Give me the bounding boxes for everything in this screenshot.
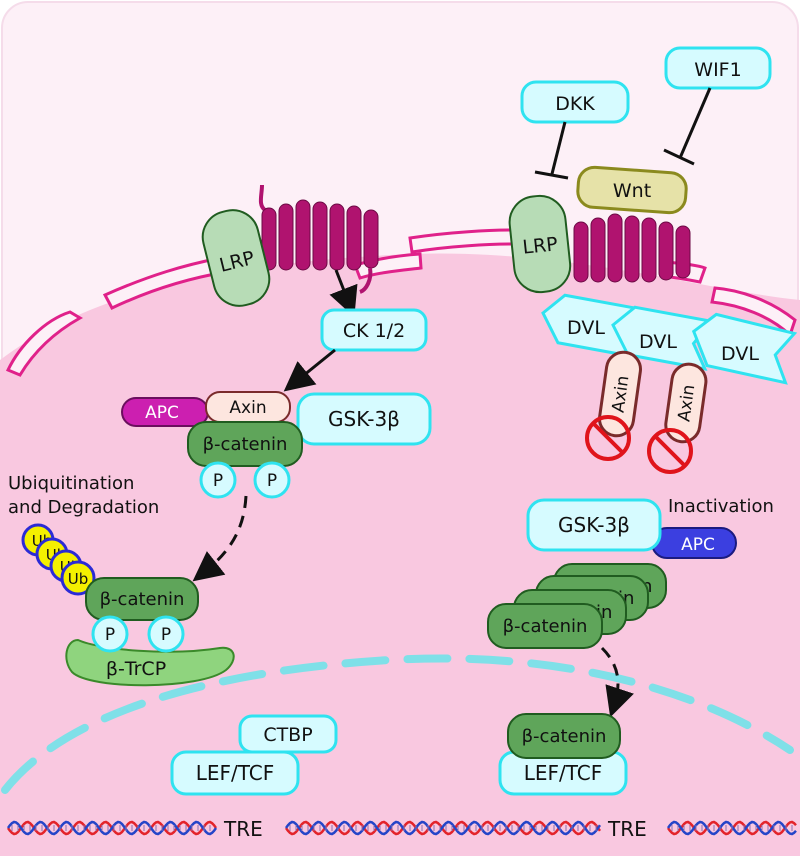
arrow-ck-to-axin (283, 348, 336, 392)
phospho-2-label: P (267, 471, 277, 491)
bcatenin-degradation-label: β-catenin (100, 589, 185, 610)
bcatenin-complex-label: β-catenin (203, 434, 288, 455)
ubiquitin-chain: Ub Ub Ub Ub (21, 523, 96, 596)
prohibited-icon-2 (647, 428, 693, 474)
dna-strands (6, 820, 797, 836)
wif1-inhibition-line (678, 87, 712, 159)
ctbp-label: CTBP (263, 724, 312, 746)
bcatenin-nuclear-box (507, 713, 621, 759)
lrp-right: LRP (508, 194, 572, 294)
bcatenin-stack-1-label: β-catenin (503, 616, 588, 637)
inactivation-label: Inactivation (668, 496, 774, 517)
lrp-right-label: LRP (521, 233, 558, 259)
ck12-box (320, 308, 428, 352)
ub-4 (60, 560, 96, 596)
tre-left-label: TRE (223, 817, 263, 841)
frizzled-receptor-left (258, 184, 379, 294)
dkk-label: DKK (555, 93, 595, 115)
prohibited-icon-1 (585, 415, 631, 461)
phospho-1 (199, 461, 237, 499)
axin-left-label: Axin (229, 398, 266, 418)
btrcp-label: β-TrCP (106, 658, 166, 680)
arrow-to-nucleus (600, 646, 634, 718)
wif1-box (664, 46, 772, 90)
dvl-3-label: DVL (721, 343, 759, 365)
tre-right-label: TRE (607, 817, 647, 841)
frizzled-receptor-right (573, 213, 691, 283)
bcatenin-accumulated-stack: β-catenin β-catenin β-catenin β-catenin (487, 563, 667, 649)
apc-left-label: APC (145, 403, 179, 423)
ubiquitination-label-1: Ubiquitination (8, 473, 134, 494)
phospho-3 (91, 615, 129, 653)
bcatenin-degradation-box (85, 577, 199, 621)
phospho-1-label: P (213, 471, 223, 491)
ub-4-label: Ub (68, 570, 89, 588)
wnt-box (576, 165, 688, 215)
dkk-inhibition-line (550, 121, 567, 175)
axin-sequestered-1: Axin (598, 350, 642, 438)
dvl-group: DVL DVL DVL (541, 293, 798, 385)
gsk3b-right-box (526, 498, 662, 552)
ck12-label: CK 1/2 (343, 320, 405, 342)
gsk3b-right-label: GSK-3β (558, 513, 630, 537)
gsk3b-left-box (296, 392, 432, 446)
bcatenin-complex-box (187, 421, 303, 467)
arrow-receptor-to-ck (329, 269, 358, 318)
leftcf-left-box (170, 750, 300, 796)
bcatenin-stack-1 (487, 603, 603, 649)
dvl-3 (691, 312, 798, 385)
phospho-4 (147, 615, 185, 653)
axin-sequestered-2: Axin (664, 362, 708, 444)
nuclear-envelope (1, 654, 794, 794)
wif1-inhibition-bar (663, 148, 695, 166)
phospho-4-label: P (161, 625, 171, 645)
ubiquitination-label-2: and Degradation (8, 497, 159, 518)
wif1-label: WIF1 (694, 59, 741, 81)
wnt-label: Wnt (613, 180, 651, 202)
lrp-left: LRP (201, 209, 271, 307)
phospho-2 (253, 461, 291, 499)
dna-strand-1-blue (6, 820, 218, 836)
apc-right-label: APC (681, 535, 715, 555)
dkk-box (520, 80, 630, 124)
phospho-3-label: P (105, 625, 115, 645)
leftcf-right-label: LEF/TCF (524, 761, 603, 785)
leftcf-left-label: LEF/TCF (196, 761, 275, 785)
dvl-2-label: DVL (639, 331, 677, 353)
arrow-to-degradation (192, 495, 248, 582)
dkk-inhibition-bar (534, 170, 569, 180)
dvl-1-label: DVL (567, 317, 605, 339)
bcatenin-nuclear-label: β-catenin (522, 726, 607, 747)
gsk3b-left-label: GSK-3β (328, 407, 400, 431)
